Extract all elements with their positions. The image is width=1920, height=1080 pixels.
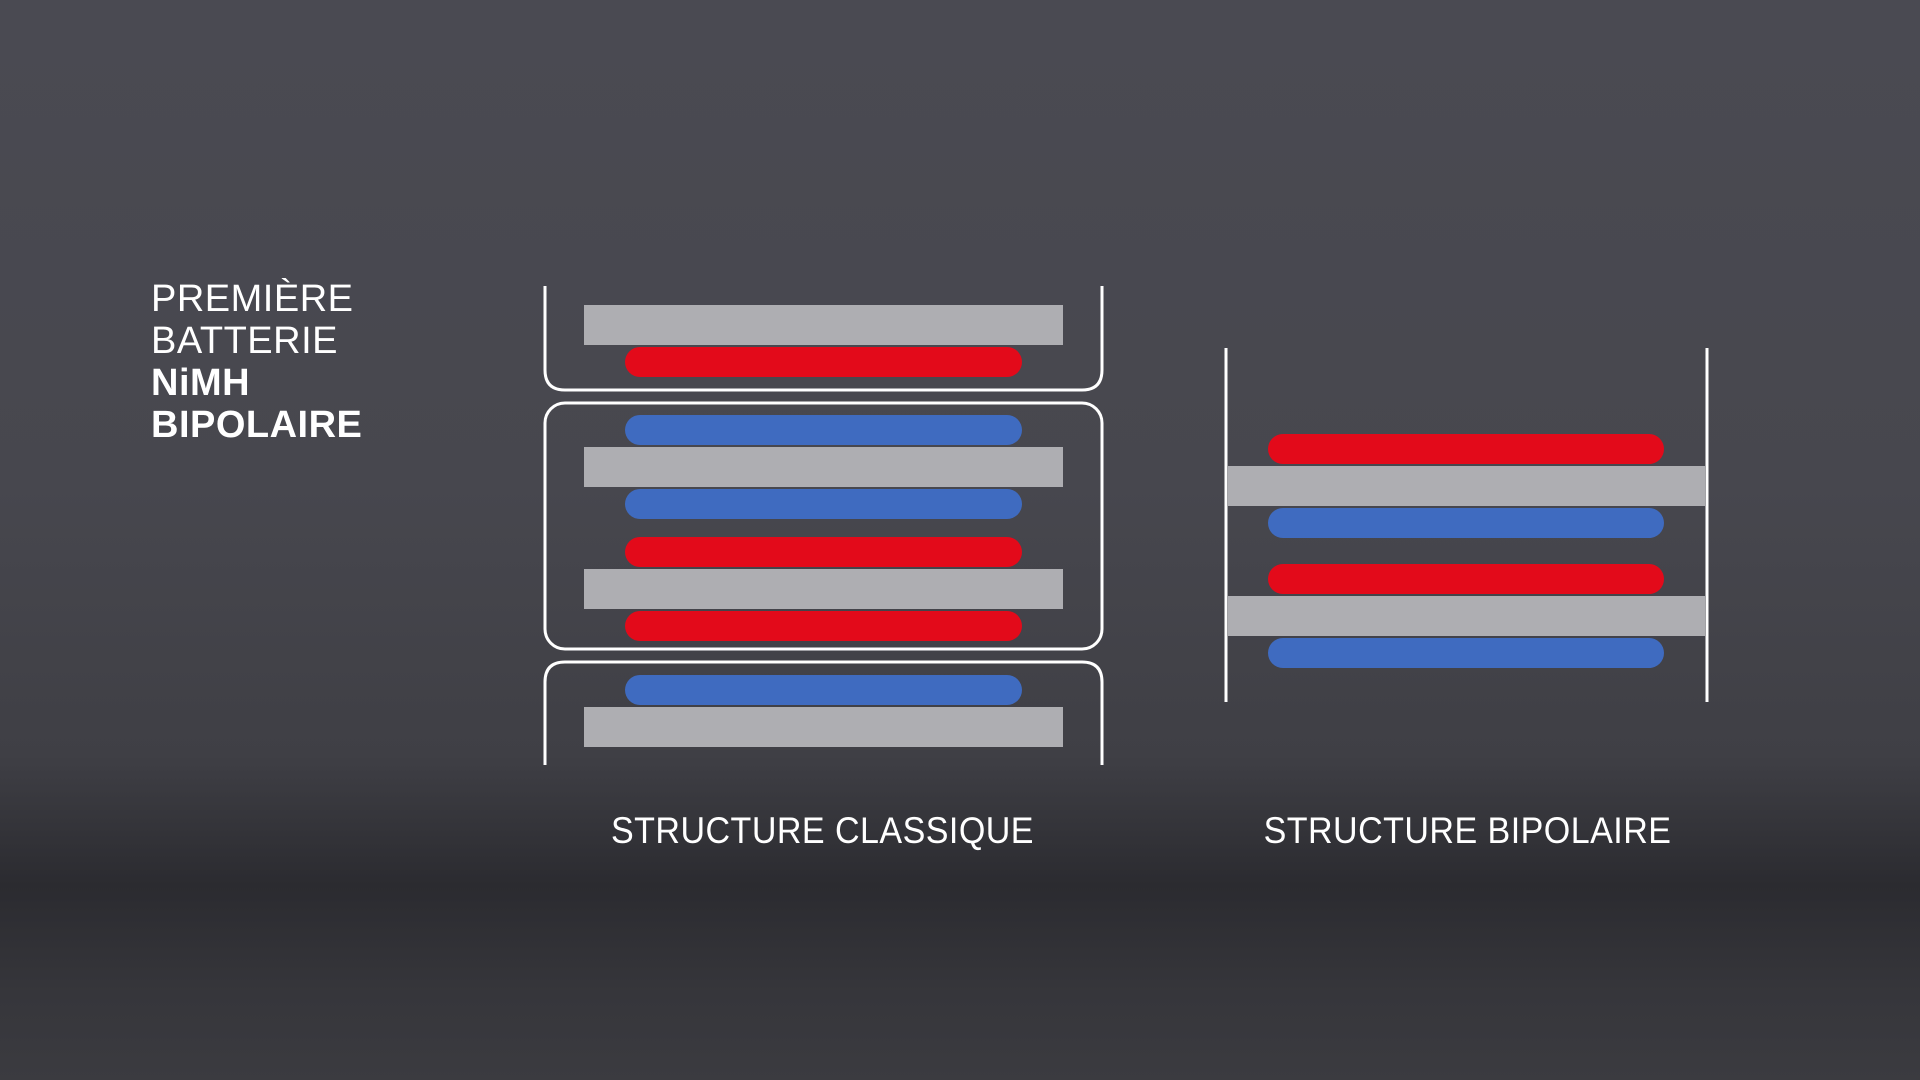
classic-electrode-red-2 <box>625 537 1022 567</box>
classic-structure-diagram <box>543 286 1104 765</box>
title-line-nimh: NiMH <box>151 362 251 404</box>
classic-collector-3 <box>584 569 1063 609</box>
classic-cell-bottom-outline <box>543 660 1104 765</box>
classic-cell-top-outline <box>543 286 1104 392</box>
classic-cell-middle-outline <box>543 401 1104 651</box>
classic-electrode-red-1 <box>625 347 1022 377</box>
classic-electrode-blue-2 <box>625 489 1022 519</box>
bipolar-collector-1 <box>1228 466 1705 506</box>
bipolar-collector-2 <box>1228 596 1705 636</box>
bipolar-electrode-blue-2 <box>1268 638 1664 668</box>
classic-electrode-blue-1 <box>625 415 1022 445</box>
title-line-batterie: BATTERIE <box>151 320 338 362</box>
bipolar-electrode-blue-1 <box>1268 508 1664 538</box>
title-line-premiere: PREMIÈRE <box>151 278 354 320</box>
bipolar-structure-caption: STRUCTURE BIPOLAIRE <box>1263 810 1672 851</box>
classic-collector-2 <box>584 447 1063 487</box>
classic-electrode-blue-3 <box>625 675 1022 705</box>
bipolar-electrode-red-1 <box>1268 434 1664 464</box>
classic-electrode-red-3 <box>625 611 1022 641</box>
main-title: PREMIÈRE BATTERIE NiMH BIPOLAIRE <box>151 278 362 446</box>
classic-structure-caption: STRUCTURE CLASSIQUE <box>611 810 1034 851</box>
classic-collector-4 <box>584 707 1063 747</box>
title-line-bipolaire: BIPOLAIRE <box>151 404 363 446</box>
bipolar-electrode-red-2 <box>1268 564 1664 594</box>
bipolar-structure-diagram <box>1224 348 1709 702</box>
classic-collector-1 <box>584 305 1063 345</box>
